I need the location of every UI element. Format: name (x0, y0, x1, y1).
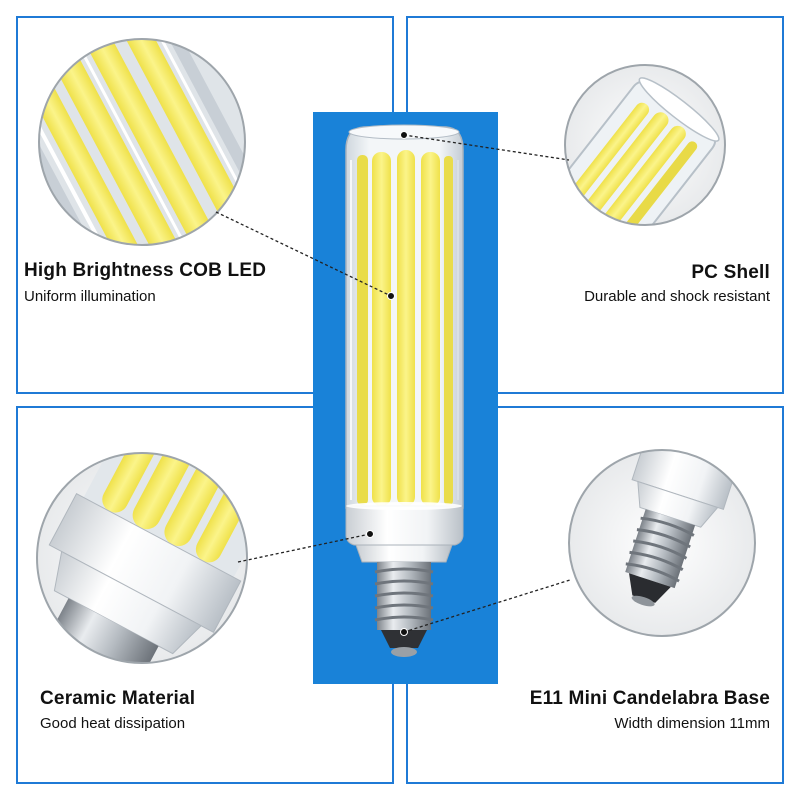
base-subtitle: Width dimension 11mm (614, 715, 770, 732)
pc-shell-subtitle: Durable and shock resistant (584, 288, 770, 305)
ceramic-subtitle: Good heat dissipation (40, 715, 186, 732)
panel-top-right (406, 16, 784, 394)
cob-led-subtitle: Uniform illumination (24, 288, 156, 305)
cob-led-title: High Brightness COB LED (24, 260, 267, 281)
base-title: E11 Mini Candelabra Base (529, 688, 770, 709)
pc-shell-title: PC Shell (691, 262, 770, 283)
ceramic-title: Ceramic Material (40, 688, 196, 709)
panel-top-left (16, 16, 394, 394)
